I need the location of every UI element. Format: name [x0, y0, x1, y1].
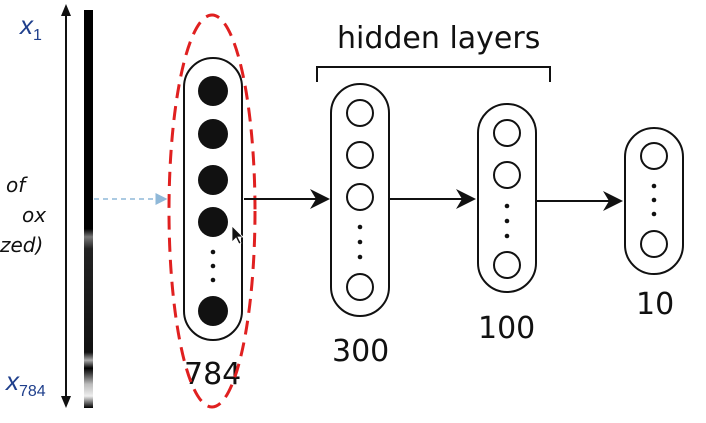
output-neuron [640, 230, 668, 258]
hidden-neuron [493, 119, 521, 147]
hidden-layers-bracket [316, 66, 551, 82]
axis-arrowhead-top [61, 4, 71, 16]
hidden-neuron [493, 251, 521, 279]
input-layer [183, 57, 243, 341]
side-caption-line-2: ox [22, 203, 46, 227]
hidden-layer-1 [330, 83, 390, 317]
x-top-label: x1 [18, 10, 42, 44]
hidden-neuron [346, 273, 374, 301]
pixel-column-image [84, 10, 93, 408]
output-neuron [640, 142, 668, 170]
layer-size-label: 10 [636, 287, 674, 322]
layer-size-label: 784 [184, 357, 241, 392]
hidden-neuron [493, 161, 521, 189]
input-neuron [198, 76, 228, 106]
output-layer [624, 127, 684, 275]
input-neuron [198, 296, 228, 326]
layer-size-label: 300 [332, 334, 389, 369]
hidden-neuron [346, 99, 374, 127]
hidden-layers-title: hidden layers [337, 21, 540, 56]
side-caption-line-3: zed) [0, 233, 43, 257]
input-neuron [198, 119, 228, 149]
hidden-layer-2 [477, 103, 537, 293]
hidden-neuron [346, 183, 374, 211]
x-bottom-label: x784 [4, 366, 46, 400]
hidden-neuron [346, 141, 374, 169]
side-caption-line-1: of [6, 173, 28, 197]
layer-size-label: 100 [478, 311, 535, 346]
axis-arrowhead-bottom [61, 396, 71, 408]
input-neuron [198, 165, 228, 195]
input-neuron [198, 207, 228, 237]
input-highlight-ellipse [167, 13, 257, 409]
mouse-cursor-icon [231, 225, 244, 245]
